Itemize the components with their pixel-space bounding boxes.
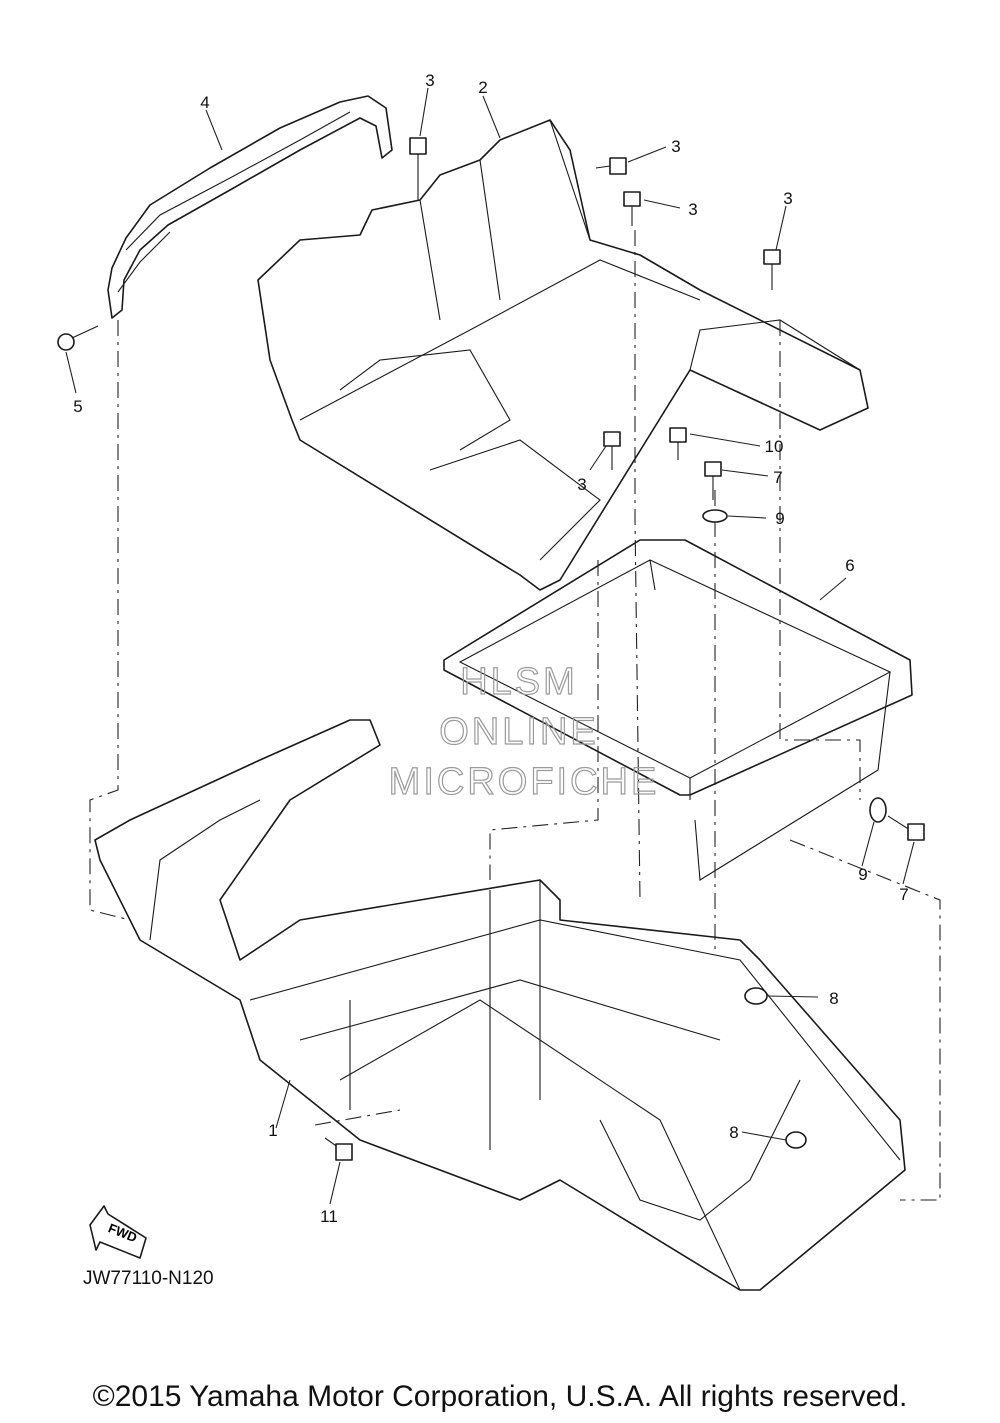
watermark-line-3: MICROFICHE	[389, 761, 660, 803]
part-2-floor-panel	[257, 119, 869, 591]
callout-11: 11	[320, 1207, 338, 1226]
fastener-nut-8b	[785, 1131, 807, 1149]
callout-3: 3	[688, 200, 697, 219]
part-6-sub-frame	[443, 539, 913, 881]
fastener-bolt-10	[669, 427, 687, 460]
copyright-notice: ©2015 Yamaha Motor Corporation, U.S.A. A…	[92, 1380, 908, 1413]
callout-9: 9	[858, 865, 867, 884]
fastener-bolt-3e	[603, 431, 621, 470]
callout-8: 8	[729, 1123, 738, 1142]
part-1-main-frame	[94, 719, 906, 1291]
fastener-bolt-5	[57, 325, 99, 351]
callout-1: 1	[268, 1121, 277, 1140]
callout-2: 2	[478, 78, 487, 97]
watermark-line-1: HLSM	[460, 661, 578, 703]
callout-9: 9	[775, 509, 784, 528]
watermark-line-2: ONLINE	[439, 711, 598, 753]
callout-10: 10	[765, 437, 784, 456]
callout-3: 3	[425, 71, 434, 90]
fastener-nut-8a	[744, 987, 768, 1005]
fastener-bolt-11	[324, 1137, 353, 1161]
callout-8: 8	[829, 989, 838, 1008]
watermark: HLSM ONLINE MICROFICHE	[388, 660, 660, 803]
callouts: 1 2 3 3 3 3 3 4 5 6 7 7 8 8 9 9 10 11	[73, 71, 908, 1226]
alignment-lines	[89, 230, 941, 1201]
callout-4: 4	[200, 93, 209, 112]
callout-5: 5	[73, 397, 82, 416]
callout-3: 3	[783, 189, 792, 208]
fastener-bolt-7a	[704, 461, 722, 500]
fastener-washer-9a	[702, 509, 728, 523]
callout-7: 7	[773, 468, 782, 487]
callout-3: 3	[671, 137, 680, 156]
fastener-bolt-3c	[623, 191, 641, 226]
callout-3: 3	[577, 475, 586, 494]
fastener-bolt-3b	[595, 157, 627, 175]
leader-lines	[65, 87, 915, 1205]
drawing-code: JW77110-N120	[83, 1268, 214, 1289]
fwd-arrow-icon: FWD	[89, 1205, 147, 1259]
callout-7: 7	[899, 885, 908, 904]
callout-6: 6	[845, 556, 854, 575]
fastener-washer-9b	[869, 797, 887, 823]
fastener-bolt-3d	[763, 249, 781, 290]
part-4-front-guard	[107, 95, 393, 319]
fastener-bolt-7b	[887, 815, 925, 841]
fastener-bolt-3a	[409, 137, 427, 200]
